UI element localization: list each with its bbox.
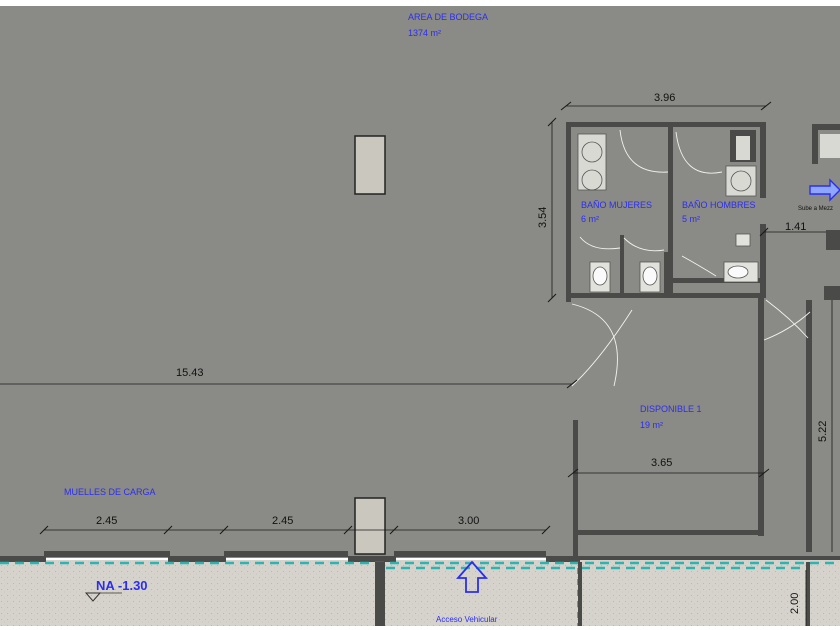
room-name-mujeres: BAÑO MUJERES: [581, 200, 652, 210]
level-label: NA -1.30: [96, 578, 148, 593]
exterior-apron: [0, 560, 840, 626]
dim-long: 15.43: [176, 367, 204, 379]
dim-muelle-3: 3.00: [458, 515, 479, 527]
room-name-hombres: BAÑO HOMBRES: [682, 200, 756, 210]
room-name-bodega: AREA DE BODEGA: [408, 12, 488, 22]
stair-arrow-icon: [809, 178, 840, 202]
access-label: Acceso Vehicular: [436, 615, 498, 624]
room-area-disponible: 19 m²: [640, 420, 663, 430]
dim-muelle-1: 2.45: [96, 515, 117, 527]
column: [354, 135, 386, 195]
dim-side-banos: 3.54: [537, 207, 549, 228]
dim-bottom-right: 2.00: [789, 593, 801, 614]
dim-muelle-2: 2.45: [272, 515, 293, 527]
room-name-disponible: DISPONIBLE 1: [640, 404, 702, 414]
vehicle-access-arrow-icon: [456, 560, 488, 593]
stair-note: Sube a Mezz: [798, 206, 833, 212]
column: [354, 497, 386, 555]
room-name-muelles: MUELLES DE CARGA: [64, 487, 156, 497]
dim-top-banos: 3.96: [654, 92, 675, 104]
room-area-hombres: 5 m²: [682, 214, 700, 224]
dim-right-side: 5.22: [817, 421, 829, 442]
room-area-bodega: 1374 m²: [408, 28, 441, 38]
room-area-mujeres: 6 m²: [581, 214, 599, 224]
dim-small: 1.41: [785, 221, 806, 233]
dim-disponible-width: 3.65: [651, 457, 672, 469]
